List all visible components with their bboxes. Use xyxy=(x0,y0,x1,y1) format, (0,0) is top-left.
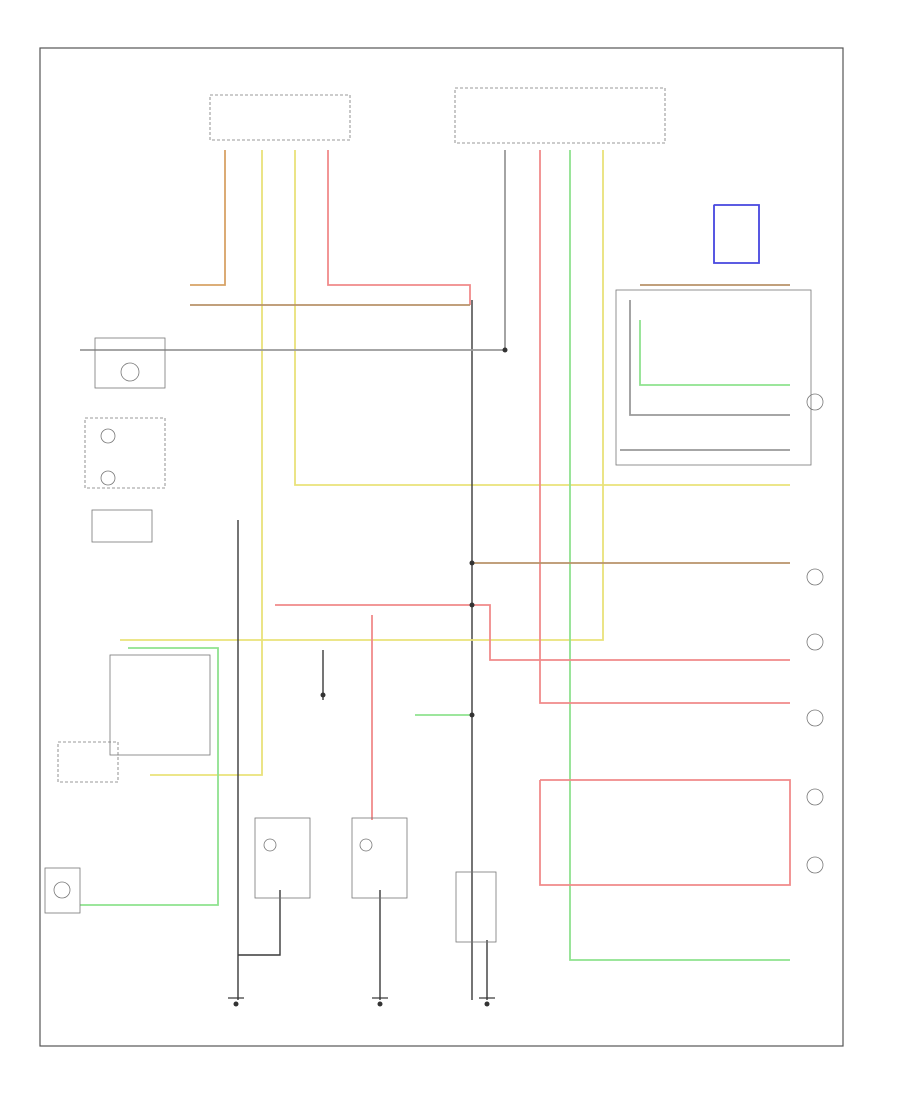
door-switch-box xyxy=(57,741,119,783)
lamp-right-6 xyxy=(806,856,824,874)
ground-symbol-left xyxy=(228,997,244,1007)
map-lamp-left-symbol xyxy=(100,470,116,486)
lamp-right-5 xyxy=(806,788,824,806)
ground-symbol-right xyxy=(479,997,495,1007)
wire-layer xyxy=(80,150,791,1000)
splice-dot xyxy=(469,602,475,608)
component-layer xyxy=(44,87,824,1007)
control-module-left xyxy=(109,654,211,756)
wire-green xyxy=(569,150,790,961)
splice-dot xyxy=(320,692,326,698)
wire-red xyxy=(275,604,790,661)
diagram-border xyxy=(39,47,844,1047)
wire-gray xyxy=(80,150,506,351)
relay-left-coil xyxy=(263,838,277,852)
splice-dot xyxy=(469,712,475,718)
wire-red xyxy=(539,779,791,886)
splice-dot xyxy=(469,560,475,566)
map-lamp-box xyxy=(84,417,166,489)
relay-right xyxy=(455,871,497,943)
wire-yellow xyxy=(120,150,604,641)
courtesy-lamp-box xyxy=(94,337,166,389)
lamp-right-3 xyxy=(806,633,824,651)
map-lamp-right-symbol xyxy=(100,428,116,444)
right-module-box xyxy=(615,289,812,466)
fuse-box-right xyxy=(454,87,666,144)
lamp-right-2 xyxy=(806,568,824,586)
courtesy-lamp-symbol xyxy=(120,362,140,382)
relay-middle-coil xyxy=(359,838,373,852)
wire-orange xyxy=(190,150,226,286)
ground-symbol-middle xyxy=(372,997,388,1007)
relay-left xyxy=(254,817,311,899)
relay-middle xyxy=(351,817,408,899)
lamp-right-1 xyxy=(806,393,824,411)
wire-red xyxy=(539,150,790,704)
interior-lamp-symbol xyxy=(53,881,71,899)
wire-green xyxy=(80,647,219,906)
interior-lamp-box xyxy=(44,867,81,914)
wire-gray xyxy=(629,300,790,416)
switch-box-left xyxy=(91,509,153,543)
wire-red xyxy=(327,150,471,305)
fuse-box-left xyxy=(209,94,351,141)
lamp-right-4 xyxy=(806,709,824,727)
wire-yellow xyxy=(150,150,263,776)
blue-connector-box xyxy=(713,204,760,264)
wire-blue xyxy=(713,204,760,264)
wire-yellow xyxy=(294,150,790,486)
wire-black xyxy=(238,890,281,956)
wire-green xyxy=(639,320,790,386)
splice-dot xyxy=(502,347,508,353)
